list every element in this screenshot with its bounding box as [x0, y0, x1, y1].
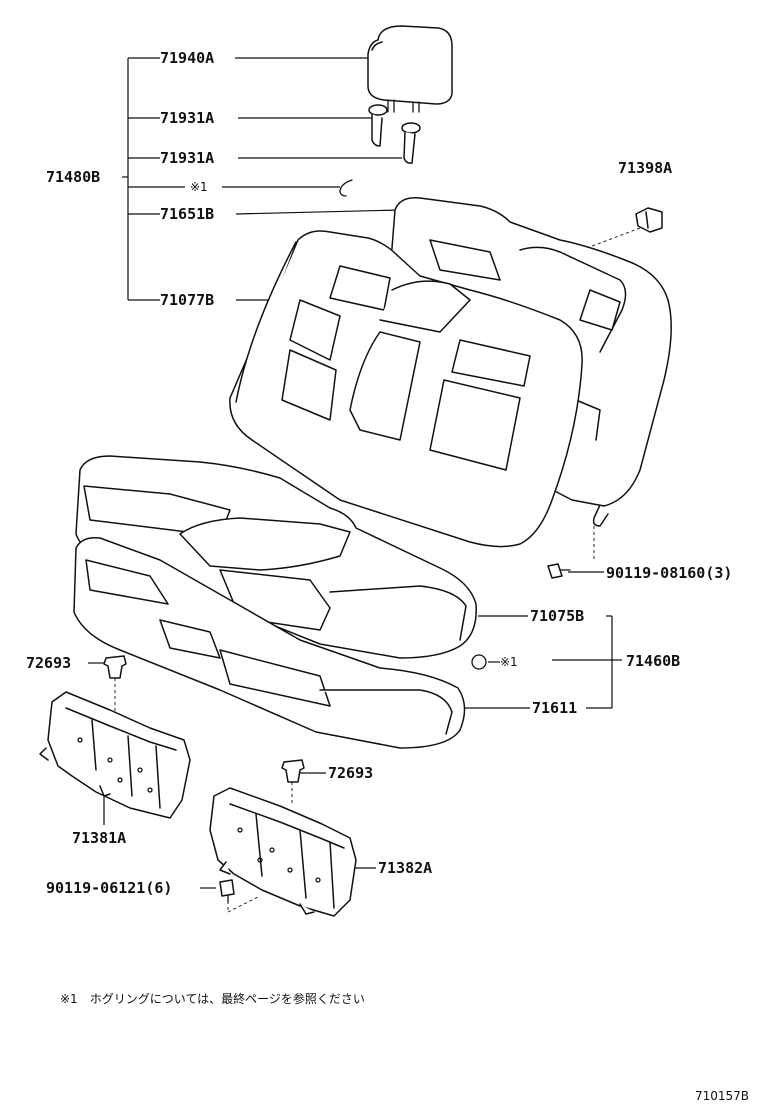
back-assembly-bracket-lines	[122, 57, 402, 301]
bolt-back-illustration	[547, 563, 571, 579]
label-headrest: 71940A	[160, 49, 214, 67]
label-bolt-bracket: 90119-06121(6)	[46, 879, 172, 897]
label-seatback-assembly: 71480B	[46, 168, 100, 186]
bracket-left-illustration	[39, 691, 191, 819]
label-hogring-cushion: ※1	[500, 655, 518, 669]
label-hook: 71398A	[618, 159, 672, 177]
cushion-assembly-bracket-lines	[455, 615, 622, 709]
label-seatback-cover: 71651B	[160, 205, 214, 223]
label-seatback-pad: 71077B	[160, 291, 214, 309]
label-bolt-back: 90119-08160(3)	[606, 564, 732, 582]
headrest-support-illustrations	[368, 104, 421, 164]
leader-lines	[88, 227, 641, 913]
headrest-illustration	[367, 25, 453, 113]
label-hogring-back: ※1	[190, 180, 208, 194]
footnote: ※1 ホグリングについては、最終ページを参照ください	[60, 991, 365, 1006]
label-bracket-right: 71382A	[378, 859, 432, 877]
label-cushion-cover: 71075B	[530, 607, 584, 625]
label-clip-right: 72693	[328, 764, 373, 782]
bolt-bracket-illustration	[219, 879, 235, 903]
label-headrest-support-1: 71931A	[160, 109, 214, 127]
label-headrest-support-2: 71931A	[160, 149, 214, 167]
clip-left-illustration	[103, 655, 127, 679]
label-bracket-left: 71381A	[72, 829, 126, 847]
clip-right-illustration	[281, 759, 305, 783]
hook-illustration	[635, 207, 663, 233]
label-clip-left: 72693	[26, 654, 71, 672]
hogring-cushion-icon	[471, 654, 487, 670]
cushion-pad-illustration	[73, 536, 466, 749]
hogring-back-icon	[339, 179, 353, 197]
bracket-right-illustration	[209, 787, 357, 917]
label-cushion-assembly: 71460B	[626, 652, 680, 670]
figure-number: 710157B	[695, 1089, 749, 1103]
label-cushion-pad: 71611	[532, 699, 577, 717]
seatback-pad-illustration	[229, 230, 583, 548]
